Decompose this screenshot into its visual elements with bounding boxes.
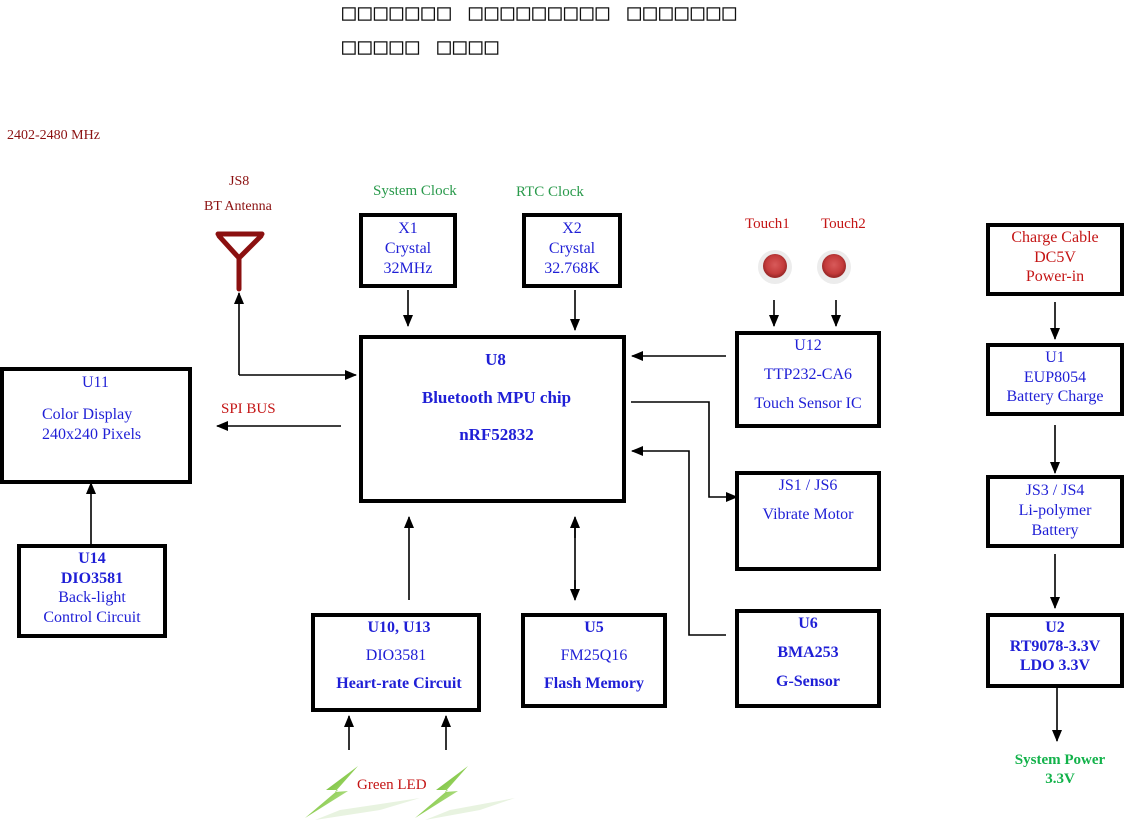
x2-ref: X2: [562, 220, 582, 237]
u10-ref: U10, U13: [367, 619, 431, 636]
u5-name: Flash Memory: [544, 675, 644, 692]
system-power-line1: System Power: [1014, 752, 1106, 768]
charge-line1: Charge Cable: [1011, 229, 1099, 246]
u6-gsensor-box: U6 BMA253 G-Sensor: [735, 609, 881, 708]
x1-ref: X1: [398, 220, 418, 237]
charge-line2: DC5V: [1034, 248, 1076, 266]
spi-bus-label: SPI BUS: [221, 401, 276, 417]
touch2-label: Touch2: [821, 216, 866, 232]
green-led-label: Green LED: [357, 777, 427, 793]
battery-line1: Li-polymer: [1018, 502, 1092, 519]
x1-crystal-box: X1 Crystal 32MHz: [359, 213, 457, 288]
u2-ref: U2: [1045, 619, 1065, 636]
x1-type: Crystal: [384, 240, 432, 257]
title-line-1: □□□□□□□ □□□□□□□□□ □□□□□□□: [342, 0, 739, 26]
u1-charger-box: U1 EUP8054 Battery Charge: [986, 343, 1124, 416]
antenna-name: BT Antenna: [204, 199, 272, 214]
x2-crystal-box: X2 Crystal 32.768K: [522, 213, 622, 288]
charge-line3: Power-in: [1025, 268, 1085, 285]
system-clock-label: System Clock: [373, 183, 457, 199]
u10-heartrate-box: U10, U13 DIO3581 Heart-rate Circuit: [311, 613, 481, 712]
u1-name: Battery Charge: [1006, 388, 1104, 405]
u8-ref: U8: [485, 350, 506, 369]
u6-ref: U6: [798, 615, 818, 632]
lightning-led-icon: [305, 766, 420, 820]
battery-box: JS3 / JS4 Li-polymer Battery: [986, 475, 1124, 548]
u8-part: nRF52832: [459, 425, 534, 444]
u14-ref: U14: [78, 550, 106, 567]
u1-part: EUP8054: [1023, 368, 1087, 386]
u2-ldo-box: U2 RT9078-3.3V LDO 3.3V: [986, 613, 1124, 688]
u2-part: RT9078-3.3V: [1009, 638, 1101, 655]
u11-line1: Color Display: [42, 406, 133, 423]
u10-name: Heart-rate Circuit: [336, 675, 462, 692]
antenna-icon: [215, 231, 265, 292]
motor-box: JS1 / JS6 Vibrate Motor: [735, 471, 881, 571]
frequency-label: 2402-2480 MHz: [7, 128, 100, 143]
motor-arrow: [631, 401, 738, 502]
u1-ref: U1: [1045, 349, 1065, 366]
u11-display-box: U11 Color Display 240x240 Pixels: [0, 367, 192, 484]
touch-button-icon: [758, 250, 792, 284]
u6-part: BMA253: [777, 644, 839, 661]
u8-mpu-box: U8 Bluetooth MPU chip nRF52832: [359, 335, 626, 503]
u11-line2: 240x240 Pixels: [42, 426, 142, 443]
u6-name: G-Sensor: [776, 673, 840, 690]
lightning-led-icon: [415, 766, 515, 820]
u14-backlight-box: U14 DIO3581 Back-light Control Circuit: [17, 544, 167, 638]
u12-name: Touch Sensor IC: [754, 395, 862, 412]
u5-ref: U5: [584, 619, 604, 636]
u12-touch-ic-box: U12 TTP232-CA6 Touch Sensor IC: [735, 331, 881, 428]
u5-flash-box: U5 FM25Q16 Flash Memory: [521, 613, 667, 708]
u14-line2: Control Circuit: [43, 608, 141, 626]
page-title: □□□□□□□ □□□□□□□□□ □□□□□□□ □□□□□ □□□□: [342, 0, 738, 64]
antenna-ref: JS8: [229, 174, 250, 189]
battery-line2: Battery: [1031, 522, 1079, 539]
gsensor-arrow: [631, 446, 726, 636]
rtc-clock-label: RTC Clock: [516, 184, 584, 200]
u11-ref: U11: [82, 374, 109, 391]
u2-name: LDO 3.3V: [1019, 657, 1091, 674]
u14-part: DIO3581: [60, 569, 124, 587]
x1-freq: 32MHz: [383, 260, 433, 277]
u14-line1: Back-light: [58, 589, 126, 606]
touch1-label: Touch1: [745, 216, 790, 232]
u10-part: DIO3581: [365, 647, 427, 664]
battery-ref: JS3 / JS4: [1025, 482, 1085, 499]
x2-type: Crystal: [548, 240, 596, 257]
u8-name: Bluetooth MPU chip: [421, 388, 572, 407]
u5-part: FM25Q16: [560, 647, 628, 664]
motor-ref: JS1 / JS6: [778, 477, 838, 494]
system-power-line2: 3.3V: [1045, 771, 1075, 787]
u12-part: TTP232-CA6: [764, 366, 852, 383]
u12-ref: U12: [794, 337, 822, 354]
x2-freq: 32.768K: [544, 260, 600, 277]
title-line-2: □□□□□ □□□□: [342, 34, 501, 60]
system-power-label: System Power 3.3V: [1003, 751, 1117, 789]
motor-name: Vibrate Motor: [762, 506, 854, 523]
charge-cable-box: Charge Cable DC5V Power-in: [986, 223, 1124, 296]
touch-button-icon: [817, 250, 851, 284]
